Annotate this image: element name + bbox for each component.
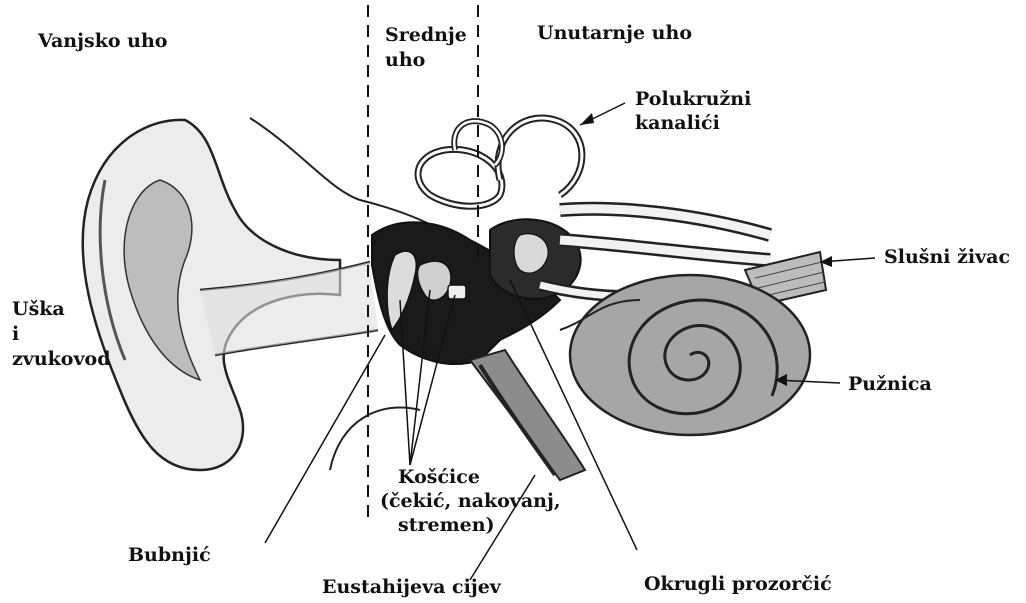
- semicircular-canal-1: [418, 149, 502, 206]
- label-auricle-1: Uška: [12, 298, 65, 321]
- pointer-canals-arrow: [580, 113, 594, 125]
- label-canals-1: Polukružni: [635, 88, 751, 111]
- label-auricle-2: i: [12, 323, 19, 346]
- label-canals-2: kanalići: [635, 112, 720, 135]
- label-ossicles-3: stremen): [398, 514, 495, 537]
- stapes-shape: [448, 285, 466, 299]
- label-ossicles-2: (čekić, nakovanj,: [380, 490, 560, 513]
- label-inner-ear: Unutarnje uho: [537, 22, 692, 45]
- label-auricle-3: zvukovod: [12, 348, 110, 371]
- label-ossicles-1: Košćice: [398, 466, 480, 489]
- label-middle-ear-1: Srednje: [385, 24, 467, 47]
- label-middle-ear-2: uho: [385, 49, 425, 72]
- label-eustachian: Eustahijeva cijev: [322, 576, 501, 599]
- label-cochlea: Pužnica: [848, 373, 932, 396]
- label-nerve: Slušni živac: [884, 246, 1010, 269]
- label-eardrum: Bubnjić: [128, 544, 211, 567]
- label-round-window: Okrugli prozorčić: [644, 573, 832, 596]
- label-outer-ear: Vanjsko uho: [38, 30, 167, 53]
- eustachian-tube: [470, 350, 585, 480]
